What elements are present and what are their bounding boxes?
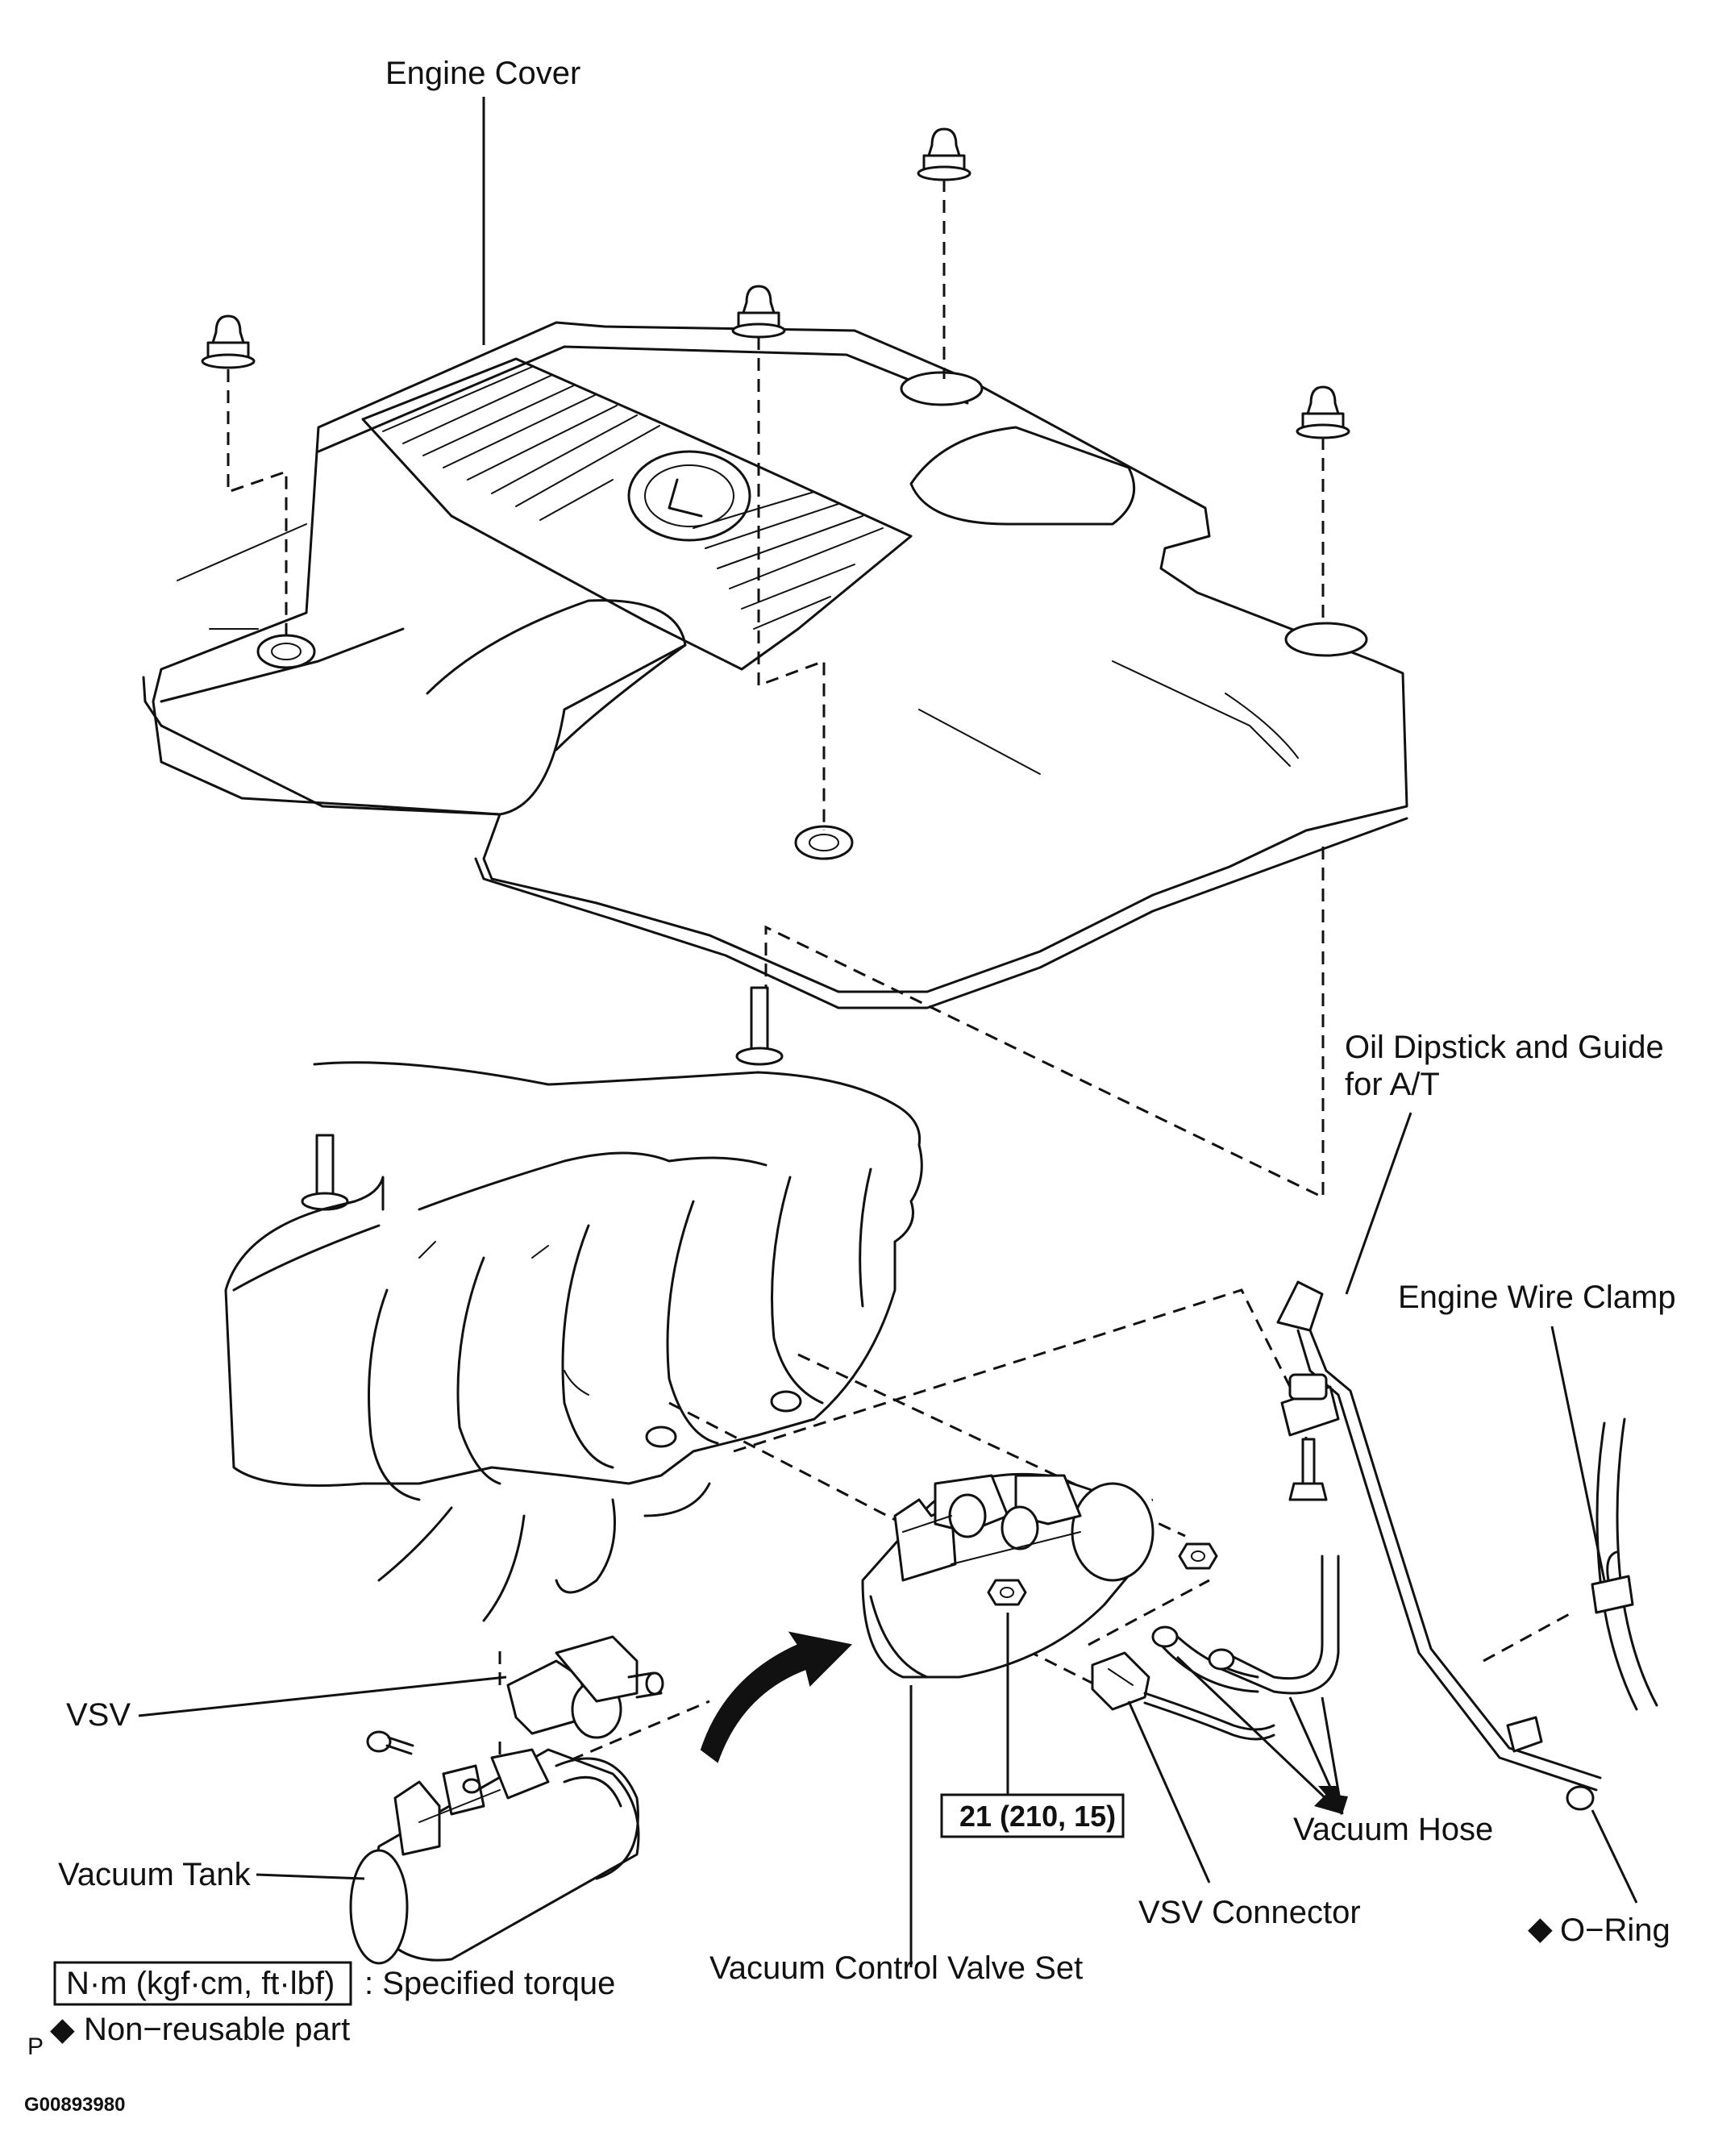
legend-torque-unit: N·m (kgf·cm, ft·lbf) — [66, 1966, 335, 2001]
engine-wire-clamp-drawing — [1591, 1417, 1658, 1711]
nut-vacuum-valve — [987, 1579, 1027, 1606]
label-vsv-connector: VSV Connector — [1138, 1895, 1361, 1930]
legend-nonreusable-desc: Non−reusable part — [84, 2012, 350, 2047]
legend-nonreusable-mark: ◆ — [50, 2012, 75, 2047]
installation-direction-arrow — [700, 1631, 853, 1763]
hose-arrowhead-2 — [1314, 1794, 1342, 1814]
label-vacuum-control-valve-set: Vacuum Control Valve Set — [709, 1950, 1083, 1986]
legend-prefix-p: P — [27, 2033, 44, 2060]
cap-nut-4 — [1296, 385, 1350, 439]
vacuum-control-valve-set-drawing — [861, 1472, 1154, 1679]
label-vsv: VSV — [66, 1697, 131, 1733]
engine-cover-drawing — [142, 321, 1408, 1009]
cap-nut-3 — [917, 127, 971, 181]
dipstick-bolt — [1288, 1438, 1328, 1501]
vsv-drawing — [506, 1635, 664, 1739]
label-oil-dipstick: Oil Dipstick and Guide — [1345, 1030, 1664, 1065]
label-engine-cover: Engine Cover — [385, 56, 580, 91]
vsv-connector-drawing — [1091, 1651, 1275, 1741]
vacuum-hose-drawing — [1151, 1555, 1340, 1695]
label-vacuum-tank: Vacuum Tank — [58, 1857, 252, 1892]
legend-torque-box — [53, 1961, 352, 2006]
nut-manifold — [1178, 1542, 1218, 1570]
torque-value: 21 (210, 15) — [959, 1800, 1116, 1833]
o-ring-nonreusable-mark: ◆ — [1528, 1911, 1553, 1946]
vacuum-tank-drawing — [349, 1748, 640, 1965]
vacuum-tank-bolt — [366, 1730, 414, 1755]
figure-code: G00893980 — [24, 2094, 125, 2116]
oil-dipstick-drawing — [1276, 1280, 1602, 1811]
label-engine-wire-clamp: Engine Wire Clamp — [1398, 1280, 1676, 1315]
label-oil-dipstick-line2: for A/T — [1345, 1067, 1440, 1102]
intake-manifold-drawing — [224, 986, 923, 1622]
cap-nut-2 — [731, 285, 786, 339]
label-o-ring: O−Ring — [1560, 1913, 1670, 1948]
hose-arrowhead-3 — [1318, 1786, 1342, 1814]
legend: N·m (kgf·cm, ft·lbf) : Specified torque … — [27, 1961, 615, 2060]
legend-torque-desc: : Specified torque — [364, 1966, 615, 2001]
torque-box — [940, 1793, 1125, 1838]
label-vacuum-hose: Vacuum Hose — [1293, 1812, 1493, 1847]
cap-nut-1 — [201, 314, 256, 369]
